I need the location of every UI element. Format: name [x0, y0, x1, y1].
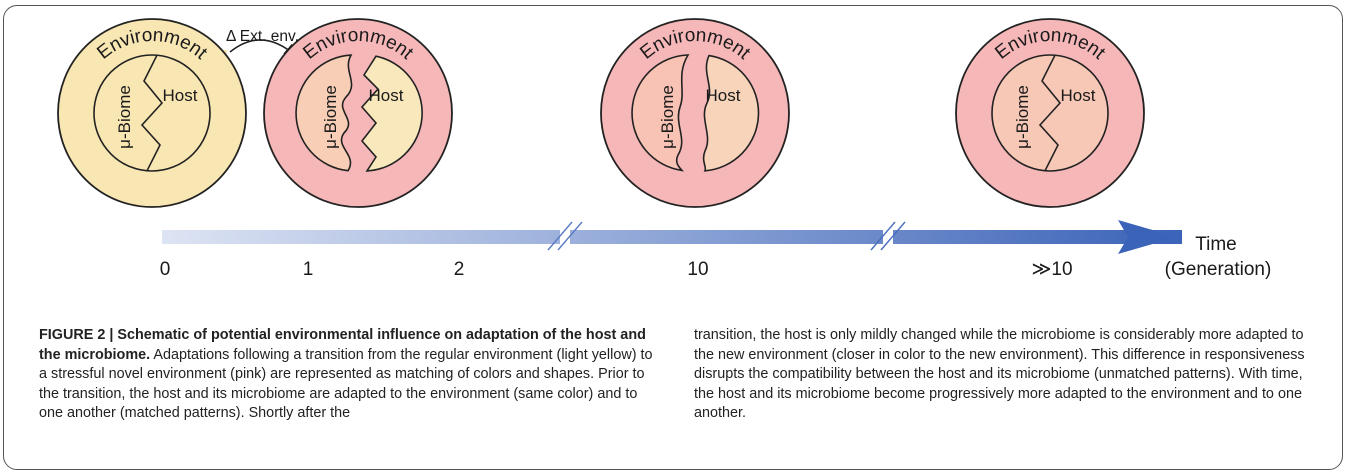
- axis-break-2: [870, 221, 906, 251]
- transition-label: Δ Ext. env.: [226, 28, 299, 45]
- microbiome-label: μ-Biome: [1013, 85, 1032, 149]
- caption-text-right: transition, the host is only mildly chan…: [694, 327, 1305, 422]
- caption-left-column: FIGURE 2 | Schematic of potential enviro…: [39, 326, 659, 424]
- microbiome-label: μ-Biome: [115, 85, 134, 149]
- axis-break-1: [547, 221, 583, 251]
- host-label: Host: [369, 86, 404, 105]
- timeline-arrowhead: [1118, 220, 1177, 254]
- host-label: Host: [1061, 86, 1096, 105]
- timeline: 0 1 2 10 ≫10 Time (Generation): [160, 220, 1272, 280]
- figure-label: FIGURE 2 | Schematic of potential enviro…: [39, 327, 646, 363]
- caption-text-left: Adaptations following a transition from …: [39, 346, 653, 422]
- tick-label-many: ≫10: [1031, 259, 1072, 280]
- tick-label-1: 1: [303, 259, 314, 280]
- host-label: Host: [706, 86, 741, 105]
- caption-right-column: transition, the host is only mildly chan…: [694, 326, 1319, 424]
- microbiome-label: μ-Biome: [658, 85, 677, 149]
- microbiome-label: μ-Biome: [321, 85, 340, 149]
- axis-label-generation: (Generation): [1165, 259, 1272, 280]
- tick-label-10: 10: [687, 259, 708, 280]
- tick-label-0: 0: [160, 259, 171, 280]
- figure-frame: [3, 5, 1343, 470]
- axis-label-time: Time: [1195, 234, 1237, 255]
- host-label: Host: [163, 86, 198, 105]
- timeline-bar: [162, 230, 1182, 244]
- tick-label-2: 2: [454, 259, 465, 280]
